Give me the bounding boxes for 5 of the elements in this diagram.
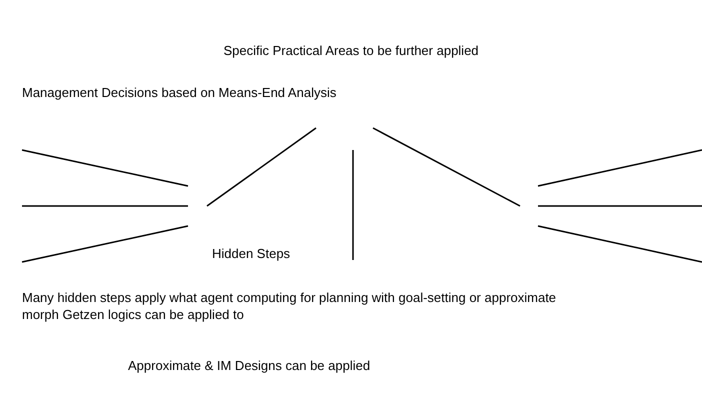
heading-text: Management Decisions based on Means-End Analysis (22, 84, 336, 101)
note-text: Many hidden steps apply what agent computing for planning with goal-setting or approximate morph Getzen logics can be applied to (22, 289, 558, 323)
caption-text: Hidden Steps (212, 245, 290, 262)
note-text: Approximate & IM Designs can be applied (128, 357, 370, 374)
title: Specific Practical Areas to be further applied (222, 42, 480, 59)
